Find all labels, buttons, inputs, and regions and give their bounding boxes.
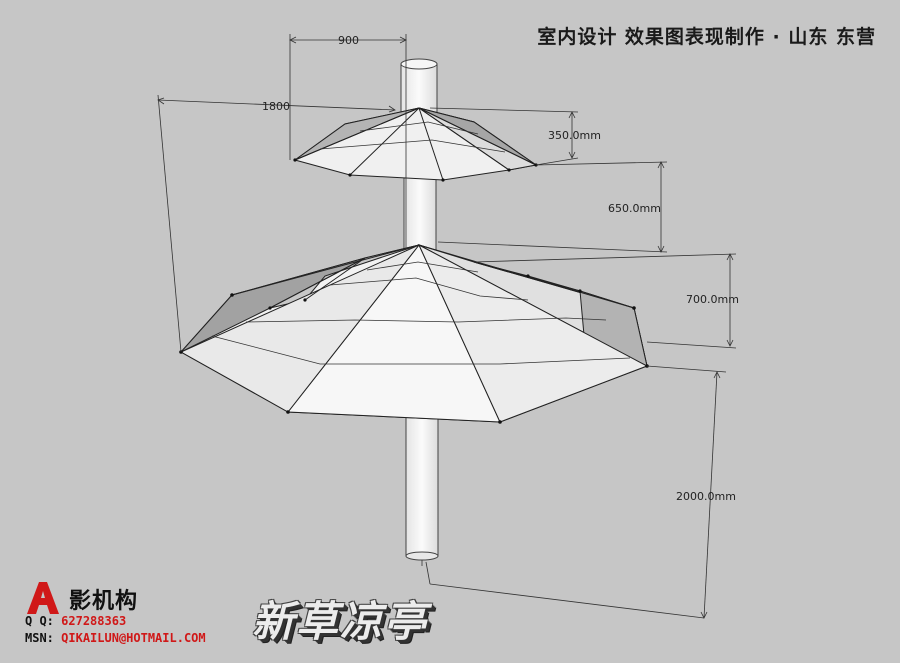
dimension-gap-height [437, 161, 668, 253]
studio-name: 影机构 [69, 589, 139, 614]
dim-lower-roof-height-label: 700.0mm [686, 293, 739, 306]
studio-logo-block: A 影机构 Q Q: 627288363 MSN: QIKAILUN@HOTMA… [25, 580, 285, 650]
lower-roof [179, 243, 649, 424]
page-title: 室内设计 效果图表现制作 · 山东 东营 [537, 26, 876, 48]
dim-gap-height-label: 650.0mm [608, 202, 661, 215]
dimension-lower-roof-height [473, 253, 737, 349]
lower-column [405, 409, 439, 561]
dimension-top-diameter [289, 34, 407, 250]
middle-column [403, 177, 437, 251]
top-column [400, 58, 438, 115]
dimension-column-height [421, 365, 727, 619]
pavilion-title: 新草凉亭 [252, 597, 429, 646]
dim-bottom-diameter-label: 1800 [262, 100, 290, 113]
dimension-bottom-diameter [157, 94, 396, 353]
dim-top-diameter-label: 900 [338, 34, 359, 47]
qq-value: 627288363 [61, 614, 127, 628]
msn-row: MSN: QIKAILUN@HOTMAIL.COM [25, 631, 206, 645]
qq-row: Q Q: 627288363 [25, 614, 126, 628]
msn-label: MSN: [25, 631, 54, 645]
dim-top-roof-height-label: 350.0mm [548, 129, 601, 142]
qq-label: Q Q: [25, 614, 54, 628]
logo-a-icon [27, 582, 59, 614]
upper-roof [293, 107, 538, 182]
dimension-top-roof-height [429, 107, 579, 166]
msn-value: QIKAILUN@HOTMAIL.COM [61, 631, 206, 645]
dim-column-height-label: 2000.0mm [676, 490, 736, 503]
